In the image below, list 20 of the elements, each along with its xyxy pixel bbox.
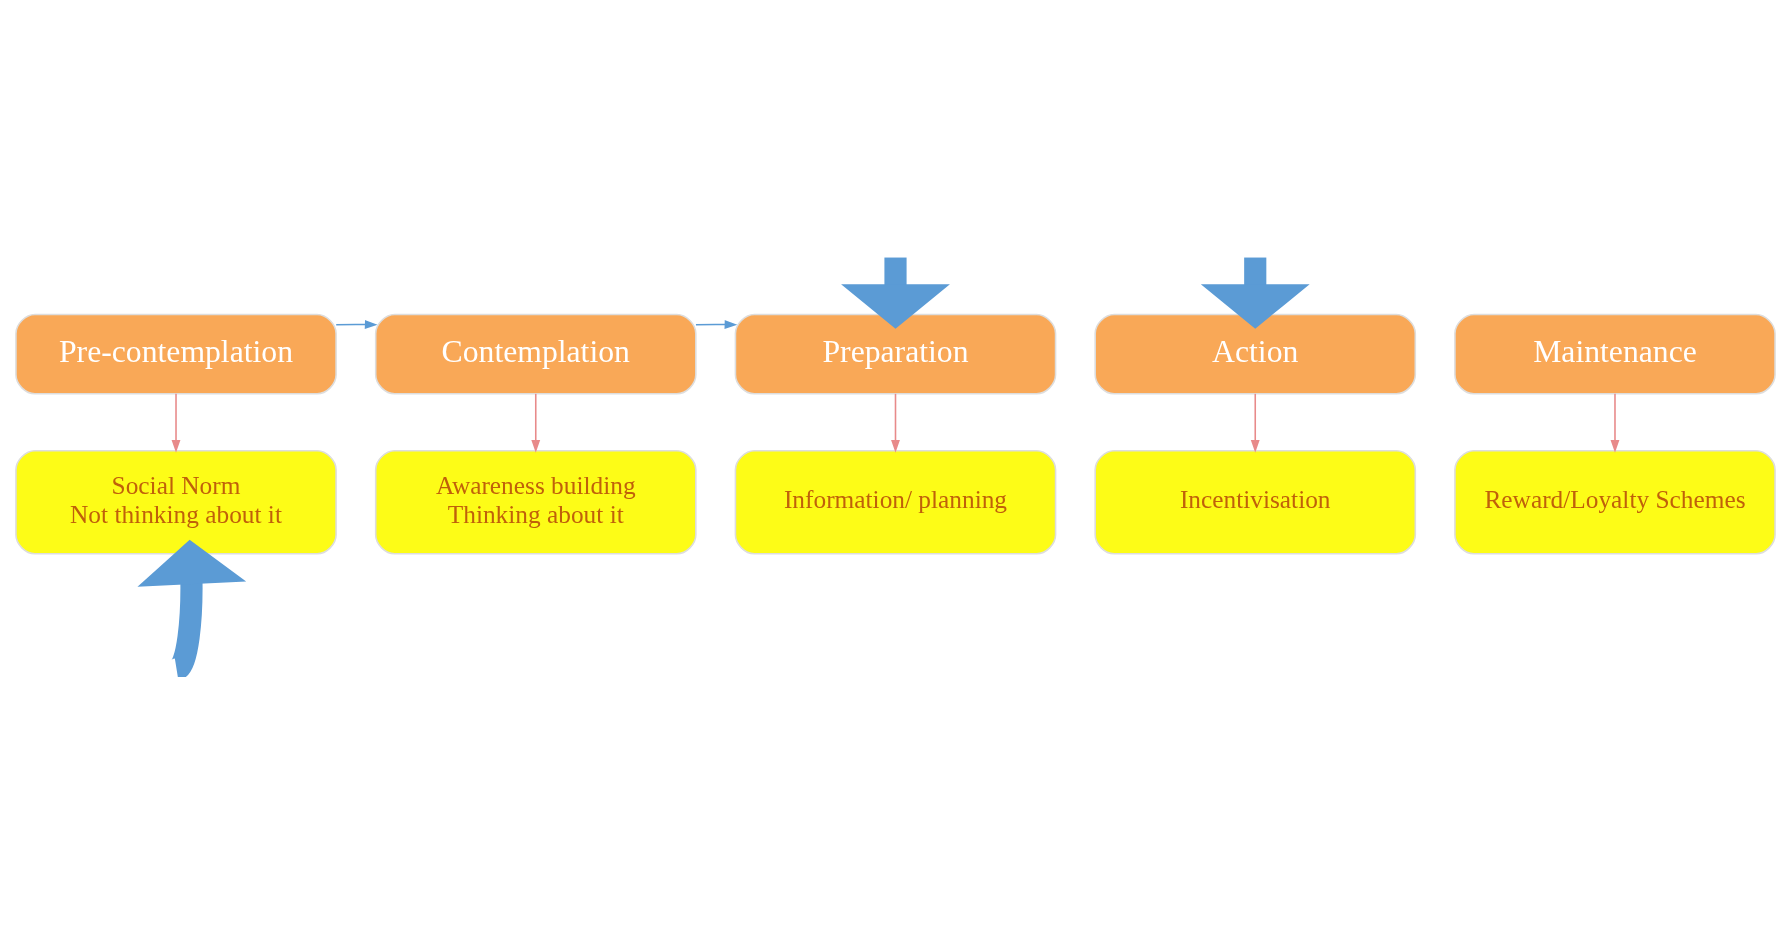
arrow bbox=[137, 539, 247, 677]
node-box: Action bbox=[1094, 313, 1417, 395]
arrow bbox=[531, 393, 541, 453]
node-box: Awareness building Thinking about it bbox=[374, 450, 697, 555]
arrow bbox=[1250, 393, 1260, 453]
node-box: Maintenance bbox=[1454, 313, 1776, 395]
arrow bbox=[1610, 393, 1620, 453]
node-box: Incentivisation bbox=[1094, 450, 1417, 555]
arrow bbox=[695, 320, 738, 329]
arrow bbox=[171, 393, 181, 453]
arrow bbox=[841, 257, 950, 329]
arrow bbox=[1200, 257, 1310, 329]
node-box: Pre-contemplation bbox=[15, 313, 337, 395]
node-box: Social Norm Not thinking about it bbox=[15, 450, 337, 555]
node-box: Contemplation bbox=[374, 313, 697, 395]
node-box: Reward/Loyalty Schemes bbox=[1454, 450, 1776, 555]
arrow bbox=[335, 320, 378, 329]
arrow bbox=[891, 393, 900, 453]
node-box: Information/ planning bbox=[734, 450, 1057, 555]
node-box: Preparation bbox=[734, 313, 1057, 395]
